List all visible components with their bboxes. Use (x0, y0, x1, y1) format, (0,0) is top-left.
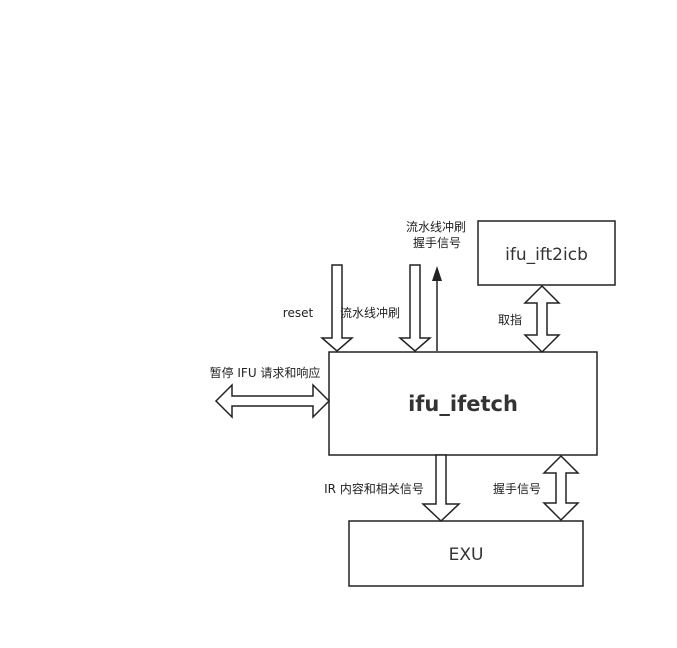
flush-handshake-label-line1: 流水线冲刷 (406, 219, 466, 234)
exu-label: EXU (449, 545, 484, 565)
ir-arrow (421, 454, 461, 523)
flush-handshake-arrow (432, 266, 442, 351)
exu-node: EXU (348, 520, 584, 587)
handshake-double-arrow (542, 454, 580, 522)
flush-label: 流水线冲刷 (340, 305, 400, 320)
ifu-ifetch-label: ifu_ifetch (408, 392, 518, 416)
stall-double-arrow (214, 383, 331, 419)
handshake-label: 握手信号 (493, 481, 541, 496)
ifu-ift2icb-node: ifu_ift2icb (477, 220, 616, 286)
ifu-ift2icb-label: ifu_ift2icb (505, 245, 588, 265)
stall-label: 暂停 IFU 请求和响应 (210, 365, 321, 380)
reset-arrow (319, 264, 355, 352)
ifu-ifetch-node: ifu_ifetch (328, 351, 598, 456)
flush-handshake-label-line2: 握手信号 (413, 235, 461, 250)
fetch-label: 取指 (498, 312, 522, 327)
reset-label: reset (283, 306, 314, 320)
ir-label: IR 内容和相关信号 (324, 481, 424, 496)
flush-arrow (397, 264, 433, 352)
fetch-double-arrow (523, 284, 561, 354)
